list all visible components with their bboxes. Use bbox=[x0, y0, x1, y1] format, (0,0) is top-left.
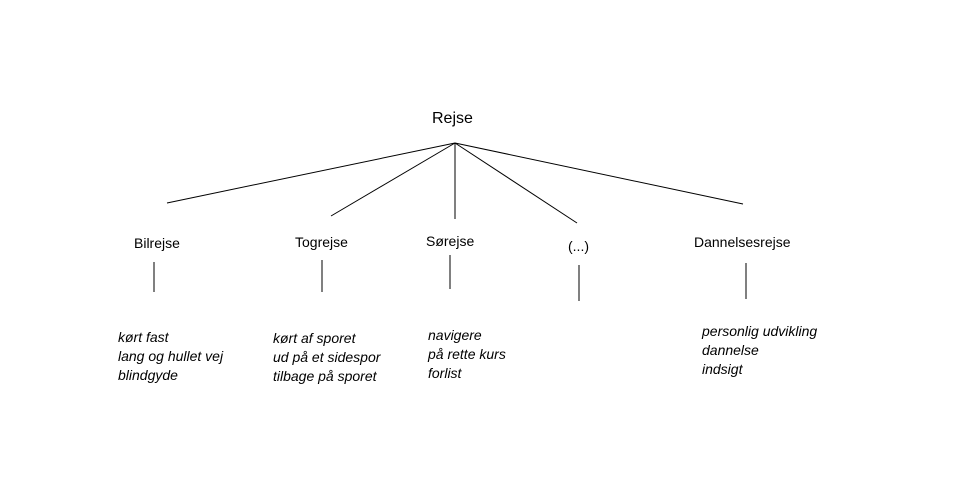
list-item: indsigt bbox=[702, 361, 743, 377]
list-item: personlig udvikling bbox=[702, 323, 818, 339]
list-item: forlist bbox=[428, 365, 462, 381]
list-item: navigere bbox=[428, 327, 482, 343]
branch-label-ellipsis: (...) bbox=[568, 238, 589, 254]
edge-root-togrejse bbox=[330, 142, 456, 217]
list-item: dannelse bbox=[702, 342, 759, 358]
list-item: tilbage på sporet bbox=[273, 368, 377, 384]
items-sorejse: navigere på rette kurs forlist bbox=[428, 326, 506, 383]
branch-label-dannelsesrejse: Dannelsesrejse bbox=[694, 234, 791, 250]
list-item: kørt af sporet bbox=[273, 330, 356, 346]
items-togrejse: kørt af sporet ud på et sidespor tilbage… bbox=[273, 329, 380, 386]
items-bilrejse: kørt fast lang og hullet vej blindgyde bbox=[118, 328, 223, 385]
edge-root-ellipsis bbox=[454, 142, 578, 224]
root-node-label: Rejse bbox=[432, 110, 473, 127]
items-dannelsesrejse: personlig udvikling dannelse indsigt bbox=[702, 322, 817, 379]
edge-root-bilrejse bbox=[166, 142, 456, 204]
branch-label-sorejse: Sørejse bbox=[426, 233, 475, 249]
list-item: blindgyde bbox=[118, 367, 178, 383]
edge-root-dannelsesrejse bbox=[454, 142, 744, 205]
branch-label-togrejse: Togrejse bbox=[295, 234, 348, 250]
list-item: på rette kurs bbox=[428, 346, 506, 362]
list-item: ud på et sidespor bbox=[273, 349, 381, 365]
list-item: kørt fast bbox=[118, 329, 169, 345]
list-item: lang og hullet vej bbox=[118, 348, 224, 364]
branch-label-bilrejse: Bilrejse bbox=[134, 235, 180, 251]
